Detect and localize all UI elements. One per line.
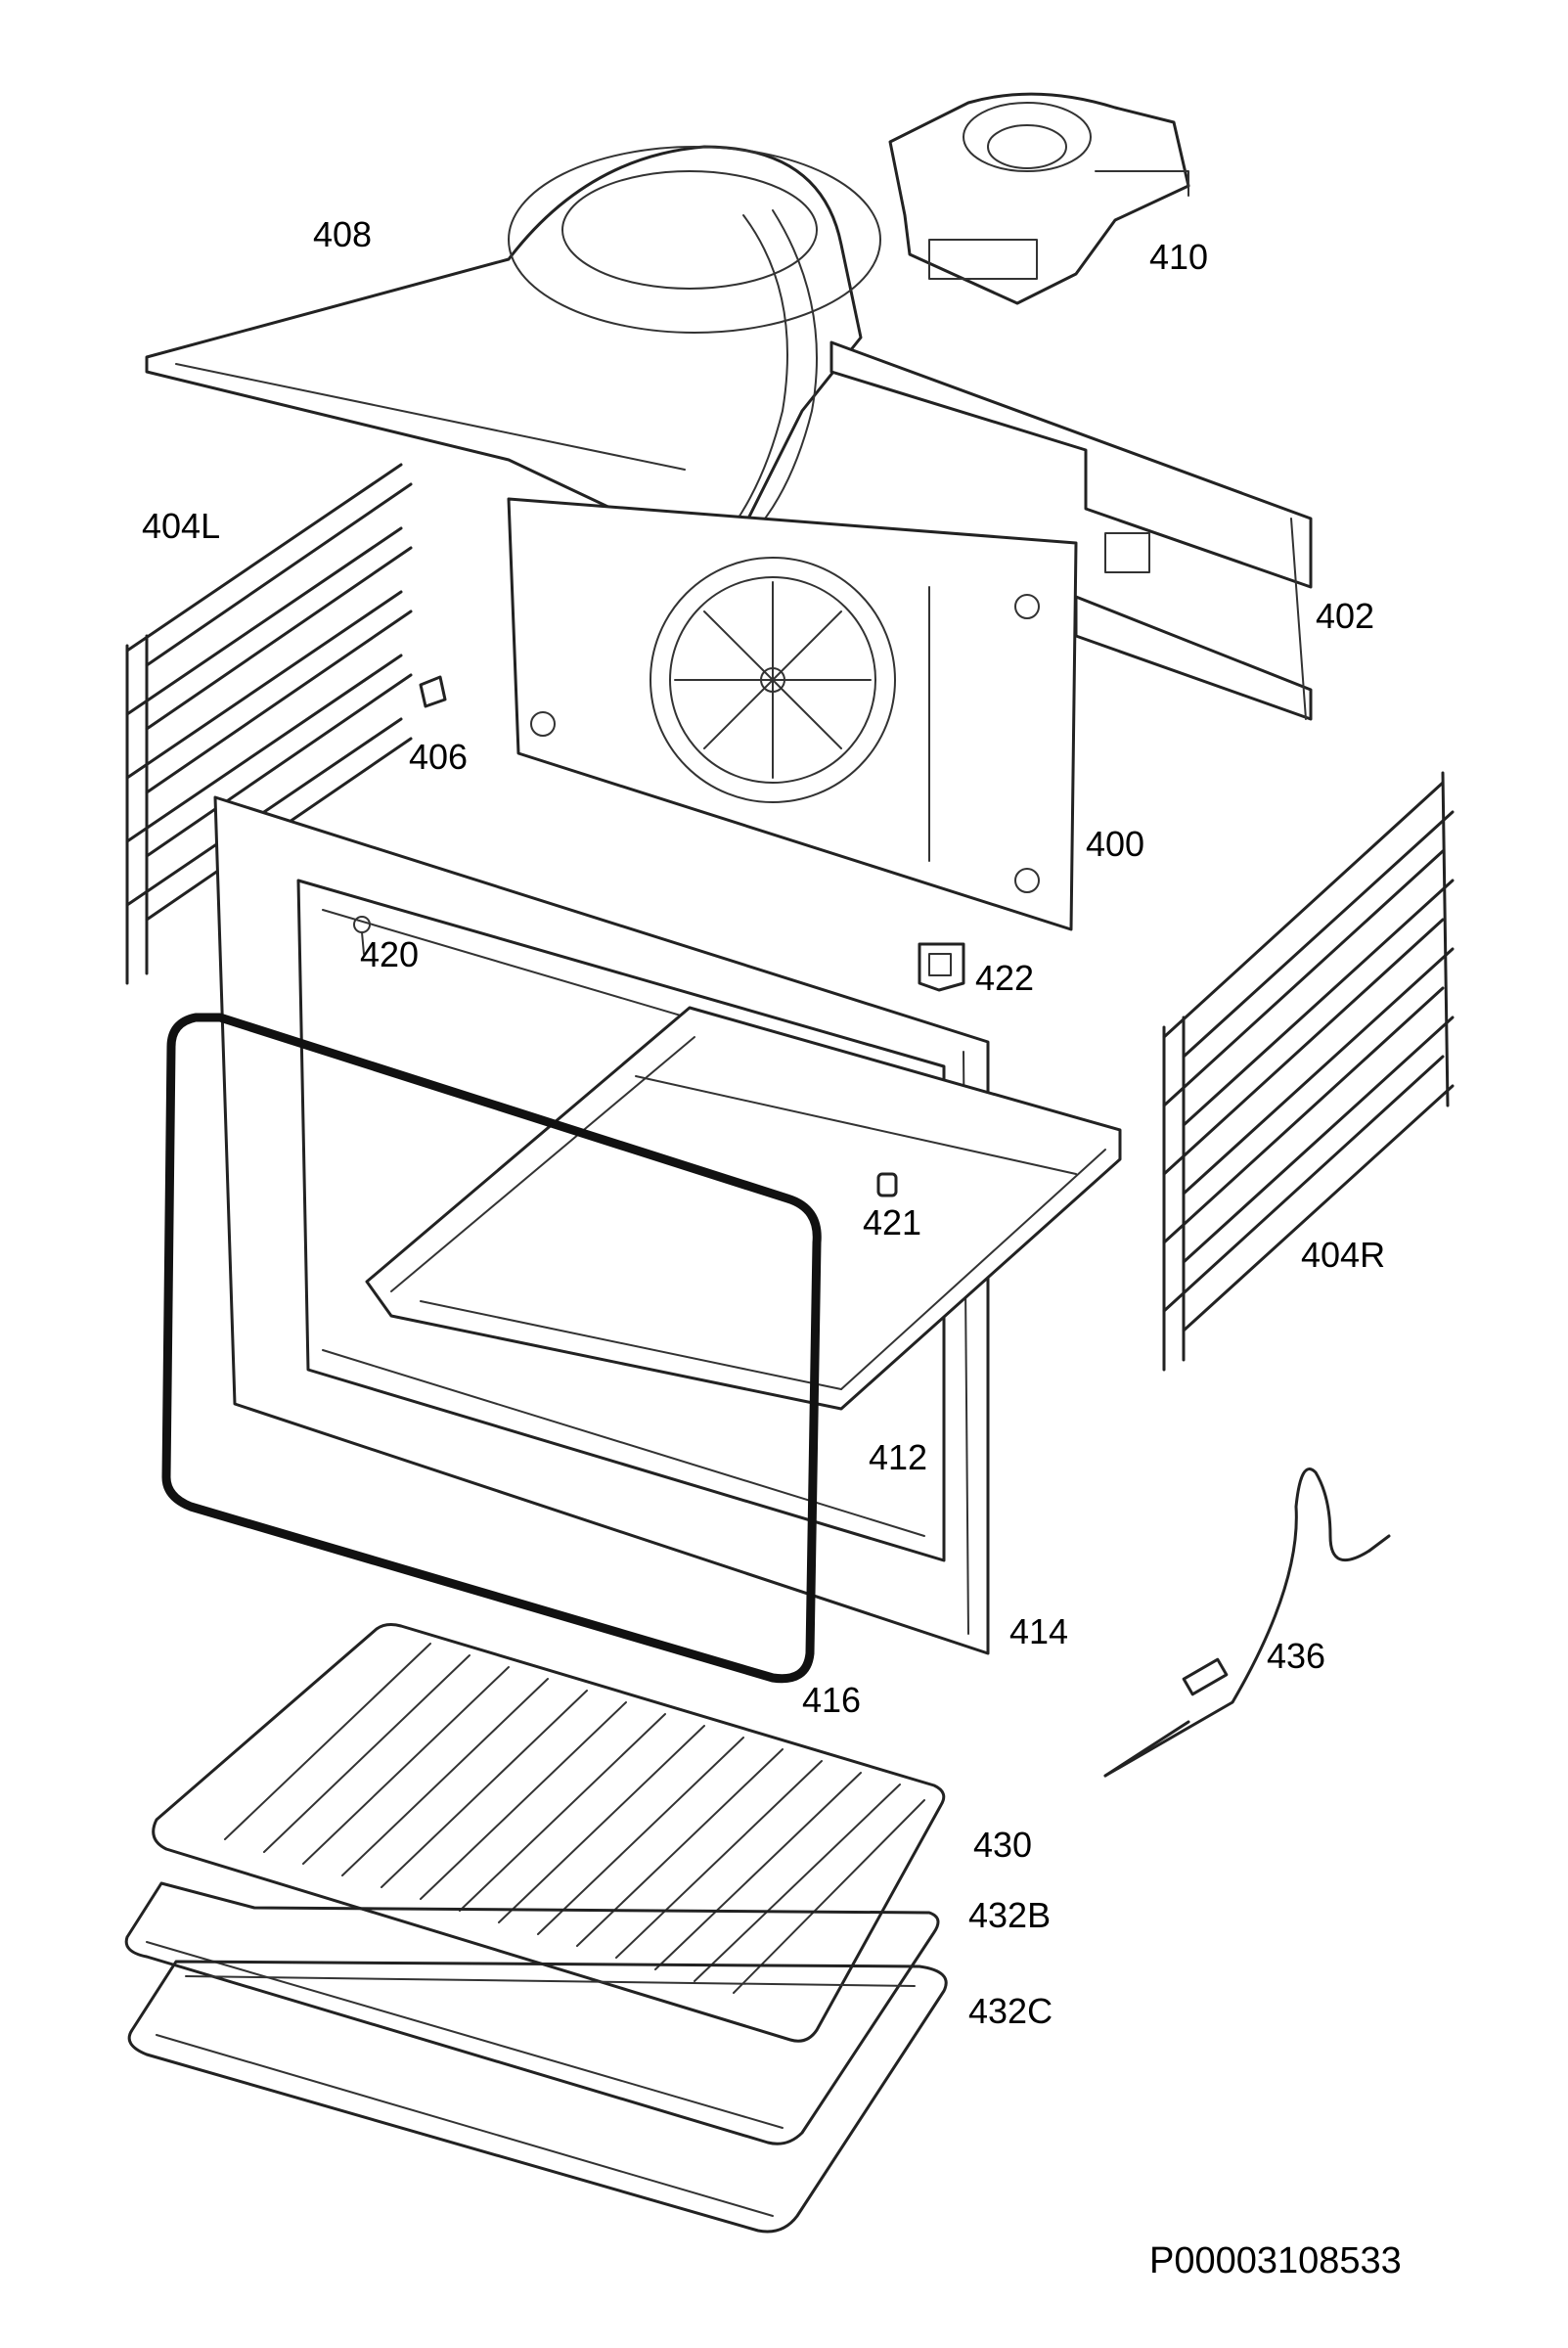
drawing-number: P00003108533 <box>1149 2240 1402 2281</box>
part-422-connector <box>918 942 965 992</box>
part-421-lamp-holder <box>876 1172 898 1197</box>
part-404R-right-shelf-support <box>1162 771 1455 1372</box>
label-432C: 432C <box>968 1991 1053 2031</box>
label-406: 406 <box>409 737 469 777</box>
part-400-back-panel <box>507 497 1078 931</box>
label-430: 430 <box>973 1825 1033 1865</box>
label-422: 422 <box>975 958 1035 998</box>
label-410: 410 <box>1149 237 1209 277</box>
part-410-fan-motor <box>888 92 1190 305</box>
label-402: 402 <box>1316 596 1375 636</box>
part-430-wire-shelf <box>152 1623 946 2043</box>
label-432B: 432B <box>968 1895 1052 1935</box>
part-432B-baking-tray <box>124 1881 940 2145</box>
label-404L: 404L <box>142 506 221 546</box>
part-420-screw <box>353 916 371 955</box>
label-436: 436 <box>1267 1636 1326 1676</box>
label-408: 408 <box>313 214 373 254</box>
part-404L-left-shelf-support <box>125 463 413 985</box>
part-416-door-seal <box>161 1013 822 1684</box>
part-432C-deep-tray <box>127 1960 948 2234</box>
label-400: 400 <box>1086 824 1145 864</box>
label-412: 412 <box>869 1437 928 1477</box>
label-414: 414 <box>1009 1611 1069 1651</box>
label-404R: 404R <box>1301 1235 1386 1275</box>
label-416: 416 <box>802 1680 862 1720</box>
part-412-shelf-runner <box>365 1006 1122 1411</box>
part-436-meat-probe <box>1103 1468 1391 1778</box>
label-420: 420 <box>360 934 420 974</box>
part-408-fan-cover <box>145 145 881 545</box>
part-406-clip <box>419 675 447 708</box>
label-421: 421 <box>863 1202 922 1242</box>
